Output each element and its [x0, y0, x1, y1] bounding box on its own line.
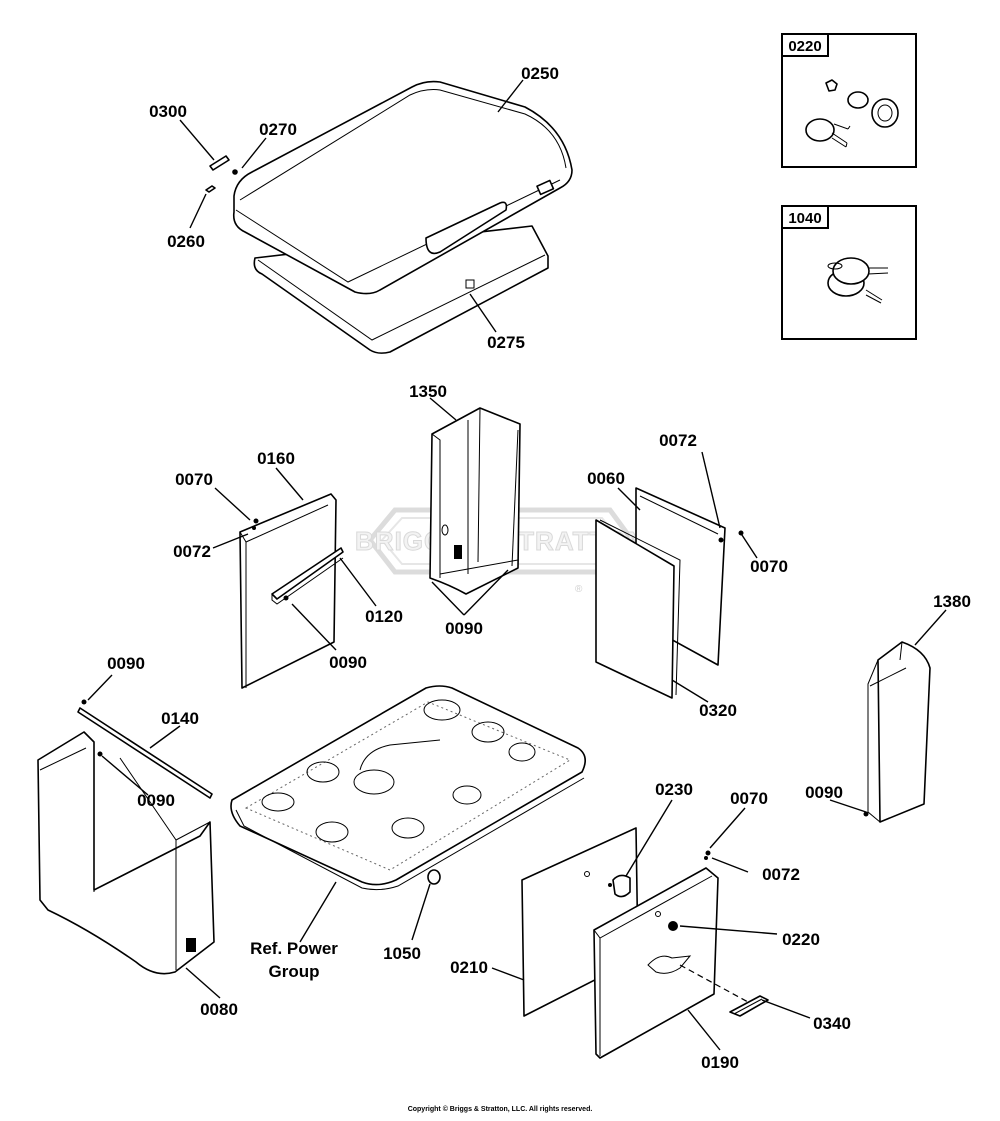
- label-0090-front: 0090: [137, 791, 175, 810]
- label-1050: 1050: [383, 944, 421, 963]
- label-0070-left: 0070: [175, 470, 213, 489]
- label-0320: 0320: [699, 701, 737, 720]
- latch-0230: [608, 874, 631, 898]
- label-0275: 0275: [487, 333, 525, 352]
- plug-1050: [427, 869, 441, 885]
- label-1350: 1350: [409, 382, 447, 401]
- label-0080: 0080: [200, 1000, 238, 1019]
- label-0070-right: 0070: [750, 557, 788, 576]
- ignition-switch-icon: [805, 79, 899, 148]
- label-0190: 0190: [701, 1053, 739, 1072]
- front-enclosure-0080: [37, 731, 215, 975]
- inset-box-0220: 0220: [781, 33, 917, 168]
- inset-0220-label: 0220: [788, 38, 821, 55]
- label-0210: 0210: [450, 958, 488, 977]
- pin-0260: [205, 185, 216, 193]
- label-0090-topleft: 0090: [107, 654, 145, 673]
- rod-0300: [209, 155, 230, 171]
- label-0090-mid: 0090: [445, 619, 483, 638]
- part-labels: 0250 0300 0270 0260 0275 1350 0072 0160 …: [107, 64, 971, 1072]
- label-0230: 0230: [655, 780, 693, 799]
- label-0250: 0250: [521, 64, 559, 83]
- watermark-registered-mark: ®: [575, 584, 583, 595]
- leader-lines: [87, 79, 947, 1051]
- label-1380: 1380: [933, 592, 971, 611]
- label-0300: 0300: [149, 102, 187, 121]
- inset-box-1040: 1040: [781, 205, 917, 340]
- copyright-notice: Copyright © Briggs & Stratton, LLC. All …: [407, 1106, 593, 1113]
- bracket-0120: [271, 547, 344, 605]
- base-pan-power-group: [230, 685, 586, 891]
- rod-0140: [77, 707, 213, 799]
- rear-panel-1350: [429, 407, 521, 595]
- door-panel-0190: [593, 867, 719, 1059]
- lock-0220-small: [668, 921, 678, 931]
- assembly-dashed-line: [679, 964, 749, 1003]
- fastener-dots: [81, 518, 869, 860]
- label-0270: 0270: [259, 120, 297, 139]
- label-0060: 0060: [587, 469, 625, 488]
- key-set-icon: [827, 257, 889, 304]
- label-0260: 0260: [167, 232, 205, 251]
- label-0090-right: 0090: [805, 783, 843, 802]
- label-ref-power-line2: Group: [269, 962, 320, 981]
- insulation-panel-0320: [595, 519, 681, 699]
- corner-panel-1380: [867, 641, 931, 823]
- label-0120: 0120: [365, 607, 403, 626]
- label-0160: 0160: [257, 449, 295, 468]
- label-0220: 0220: [782, 930, 820, 949]
- handle-0340: [729, 995, 769, 1017]
- label-0070-door: 0070: [730, 789, 768, 808]
- nut-0270: [232, 169, 238, 175]
- label-0340: 0340: [813, 1014, 851, 1033]
- inset-1040-label: 1040: [788, 210, 821, 227]
- label-0072-door: 0072: [762, 865, 800, 884]
- label-0072-mid: 0072: [659, 431, 697, 450]
- label-0140: 0140: [161, 709, 199, 728]
- label-ref-power-line1: Ref. Power: [250, 939, 338, 958]
- seat-lid-0250: [232, 80, 573, 295]
- label-0090-left-panel: 0090: [329, 653, 367, 672]
- label-0072-left: 0072: [173, 542, 211, 561]
- vent-grille-icon: [186, 938, 196, 952]
